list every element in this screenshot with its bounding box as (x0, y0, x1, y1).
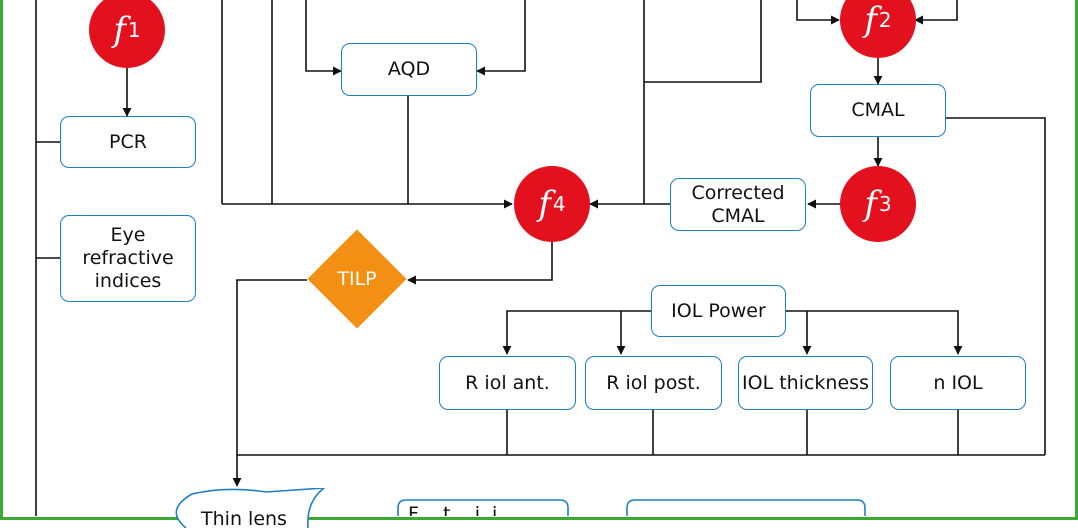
node-partial-bottom: F t i i (408, 503, 498, 516)
decision-tilp: TILP (307, 229, 407, 329)
node-thin-lens: Thin lens (156, 488, 326, 530)
node-iol-power: IOL Power (651, 285, 786, 337)
connector-lines (35, 0, 1046, 516)
node-aqd: AQD (341, 43, 477, 96)
node-cmal: CMAL (810, 84, 946, 137)
node-eye-refractive-indices: Eye refractive indices (60, 215, 196, 302)
node-pcr: PCR (60, 116, 196, 168)
node-r-iol-post: R iol post. (585, 356, 722, 410)
node-corrected-cmal: Corrected CMAL (670, 178, 806, 231)
node-iol-thickness: IOL thickness (738, 356, 873, 410)
node-n-iol: n IOL (890, 356, 1026, 410)
node-r-iol-ant: R iol ant. (439, 356, 576, 410)
